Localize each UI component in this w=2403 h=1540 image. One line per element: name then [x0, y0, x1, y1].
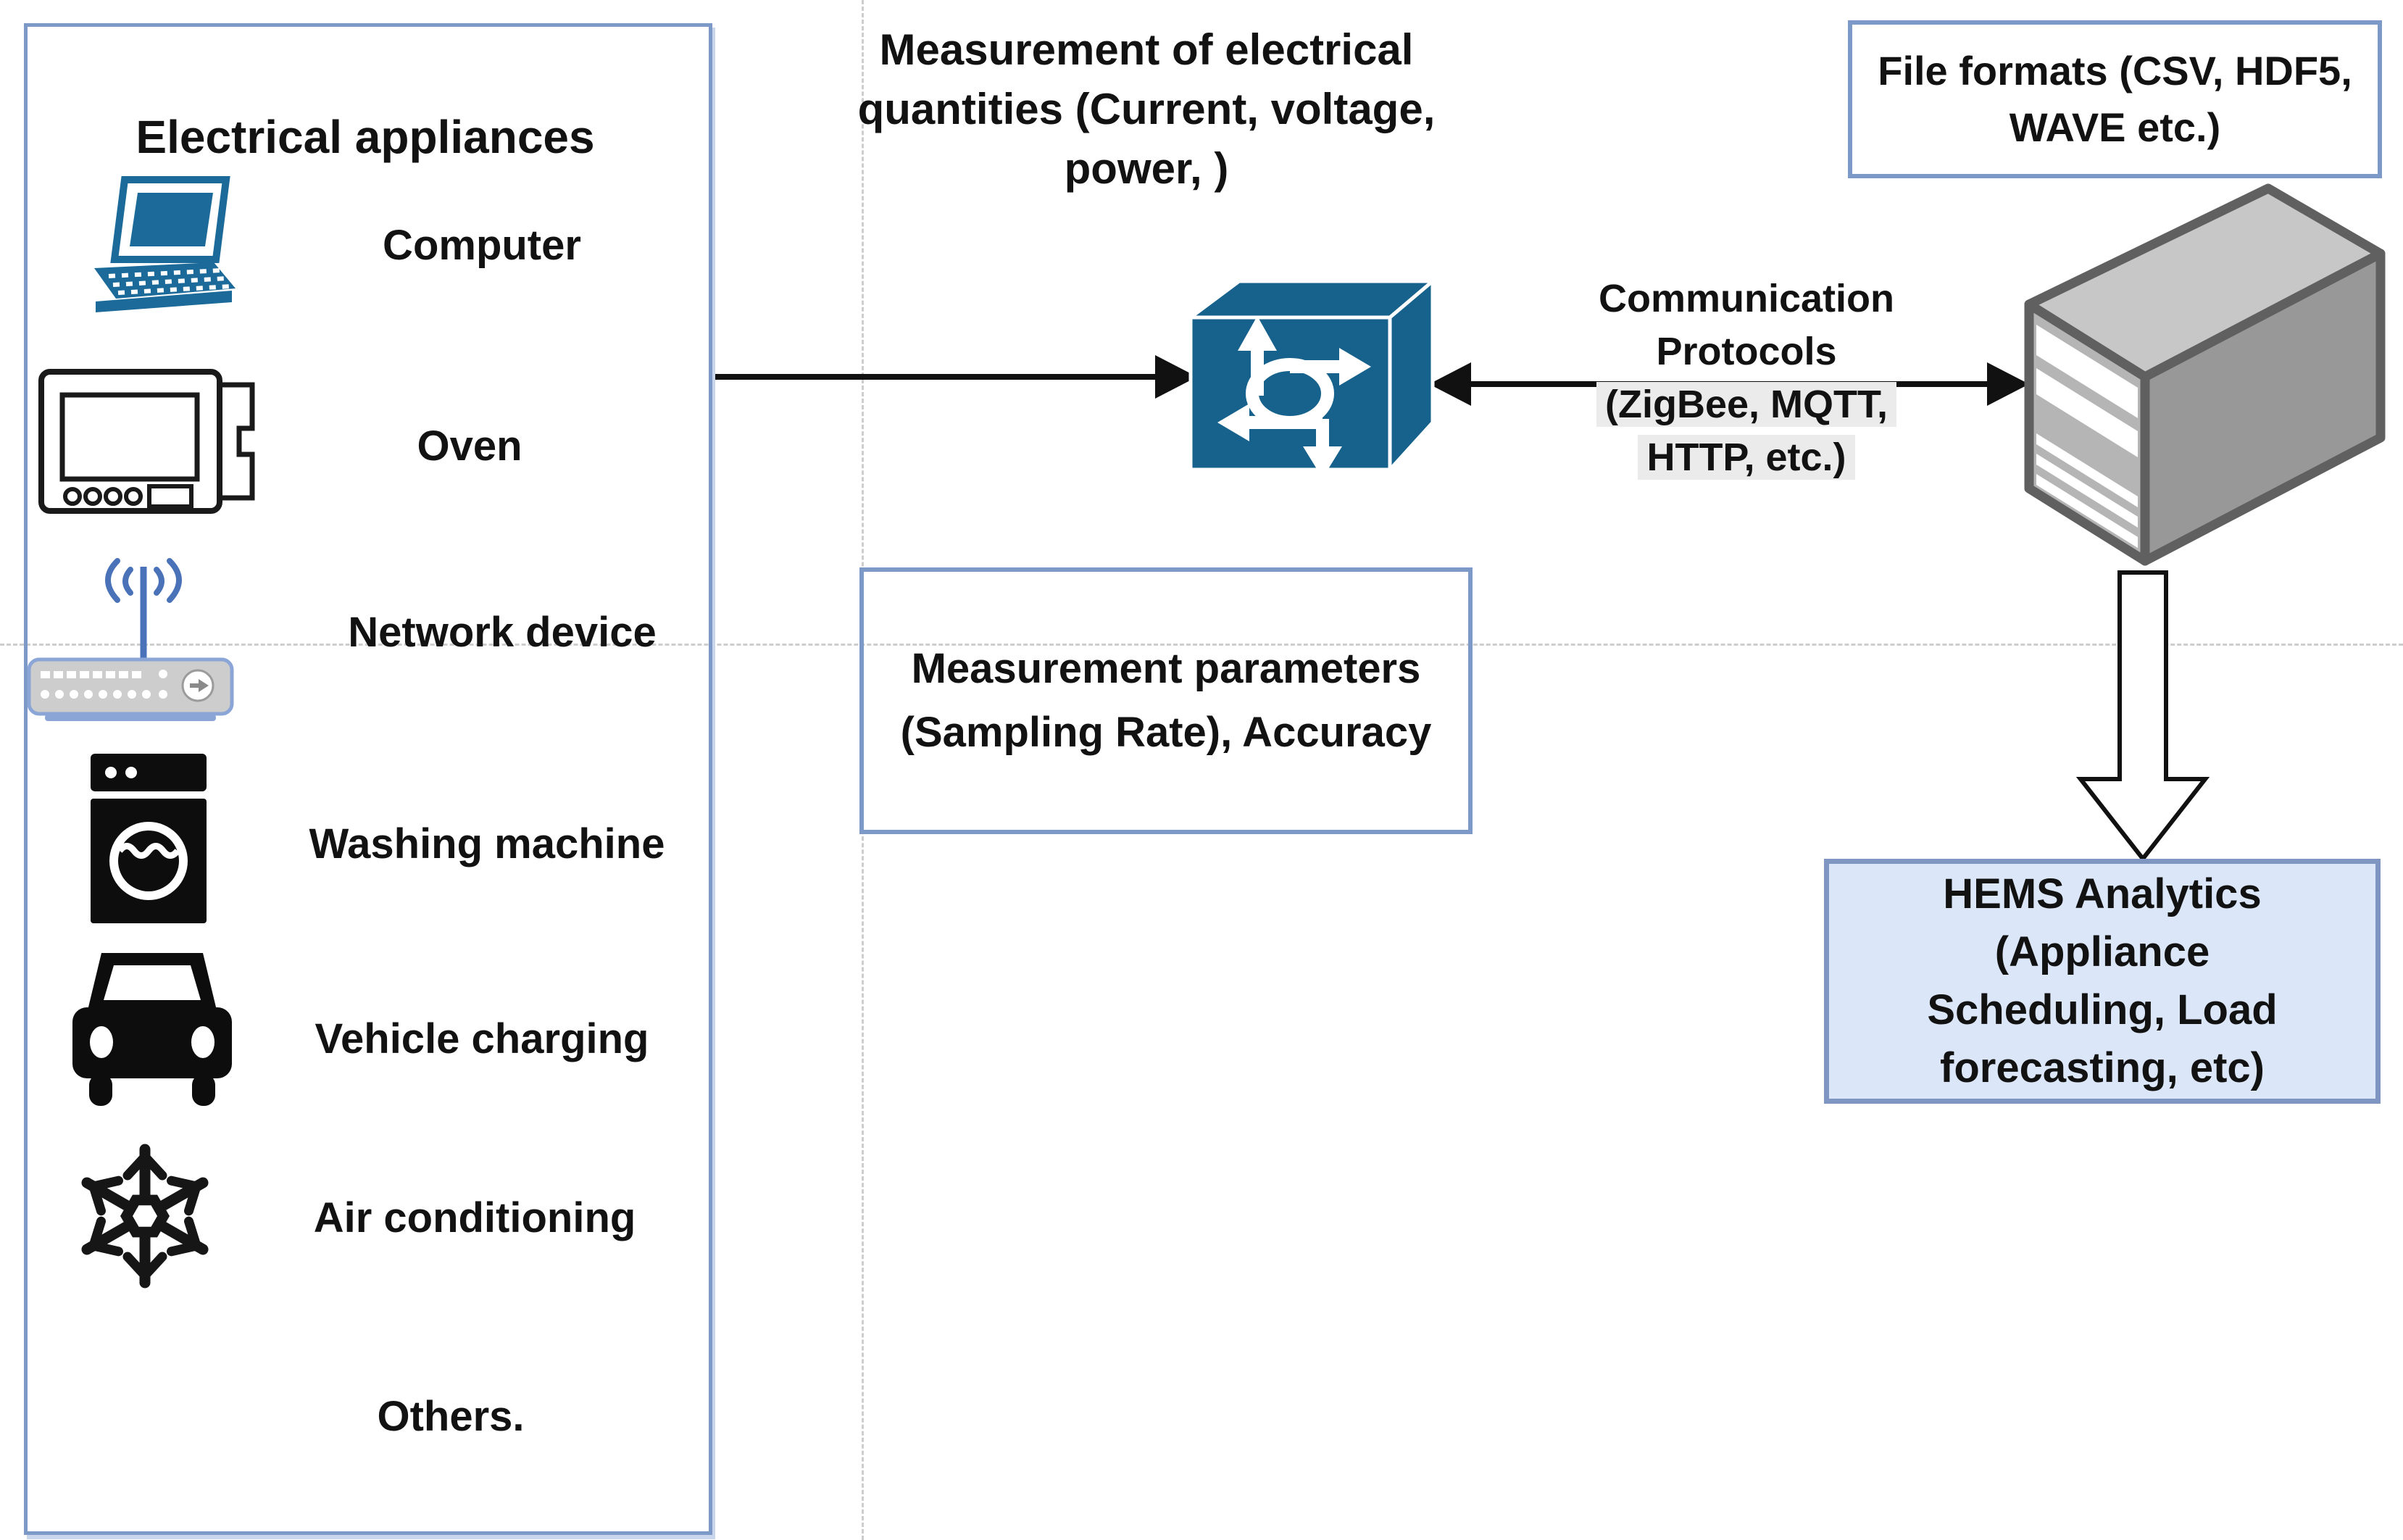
communication-protocols-text: Communication Protocols (ZigBee, MQTT, H…: [1596, 272, 1896, 484]
protocols-highlight-1: (ZigBee, MQTT,: [1596, 382, 1896, 427]
electrical-appliances-panel: [24, 23, 712, 1535]
laptop-icon: [94, 176, 236, 312]
appliances-to-switch-arrow: [714, 355, 1197, 399]
measurement-quantities-line1: Measurement of electrical: [879, 25, 1414, 74]
network-switch-icon: [1185, 277, 1438, 478]
horizontal-guide-line: [0, 644, 2403, 646]
panel-title: Electrical appliances: [136, 111, 595, 163]
hems-analytics-box: HEMS Analytics (Appliance Scheduling, Lo…: [1824, 859, 2381, 1104]
measurement-parameters-line1: Measurement parameters: [911, 645, 1421, 692]
snowflake-icon: [81, 1144, 209, 1289]
label-others: Others.: [377, 1393, 525, 1440]
washing-machine-icon: [91, 754, 207, 923]
measurement-parameters-line2: (Sampling Rate), Accuracy: [900, 709, 1432, 756]
label-washing-machine: Washing machine: [309, 820, 665, 867]
label-vehicle-charging: Vehicle charging: [315, 1015, 649, 1062]
protocols-highlight-2: HTTP, etc.): [1638, 435, 1855, 480]
car-icon: [72, 953, 232, 1106]
label-air-conditioning: Air conditioning: [313, 1194, 636, 1241]
block-arrow-down-icon: [2075, 570, 2210, 862]
measurement-quantities-text: Measurement of electrical quantities (Cu…: [858, 20, 1436, 199]
protocols-line1: Communication: [1598, 277, 1894, 320]
file-formats-line2: WAVE etc.): [2009, 104, 2221, 150]
hems-line1: HEMS Analytics: [1943, 870, 2262, 917]
protocols-line3: (ZigBee, MQTT,: [1596, 378, 1896, 431]
hems-line4: forecasting, etc): [1940, 1044, 2265, 1091]
file-formats-line1: File formats (CSV, HDF5,: [1878, 48, 2352, 93]
label-computer: Computer: [383, 222, 581, 269]
protocols-line4: HTTP, etc.): [1596, 431, 1896, 484]
server-icon: [2024, 183, 2386, 566]
label-network-device: Network device: [348, 609, 657, 656]
measurement-quantities-line3: power, ): [1064, 144, 1229, 193]
wireless-router-icon: [27, 558, 234, 721]
protocols-line2: Protocols: [1656, 330, 1837, 373]
measurement-parameters-box: Measurement parameters (Sampling Rate), …: [859, 567, 1473, 834]
oven-icon: [38, 369, 255, 514]
file-formats-box: File formats (CSV, HDF5, WAVE etc.): [1848, 20, 2382, 178]
label-oven: Oven: [417, 423, 522, 470]
hems-line2: (Appliance: [1994, 928, 2210, 975]
hems-line3: Scheduling, Load: [1927, 986, 2278, 1033]
measurement-quantities-line2: quantities (Current, voltage,: [857, 85, 1436, 133]
